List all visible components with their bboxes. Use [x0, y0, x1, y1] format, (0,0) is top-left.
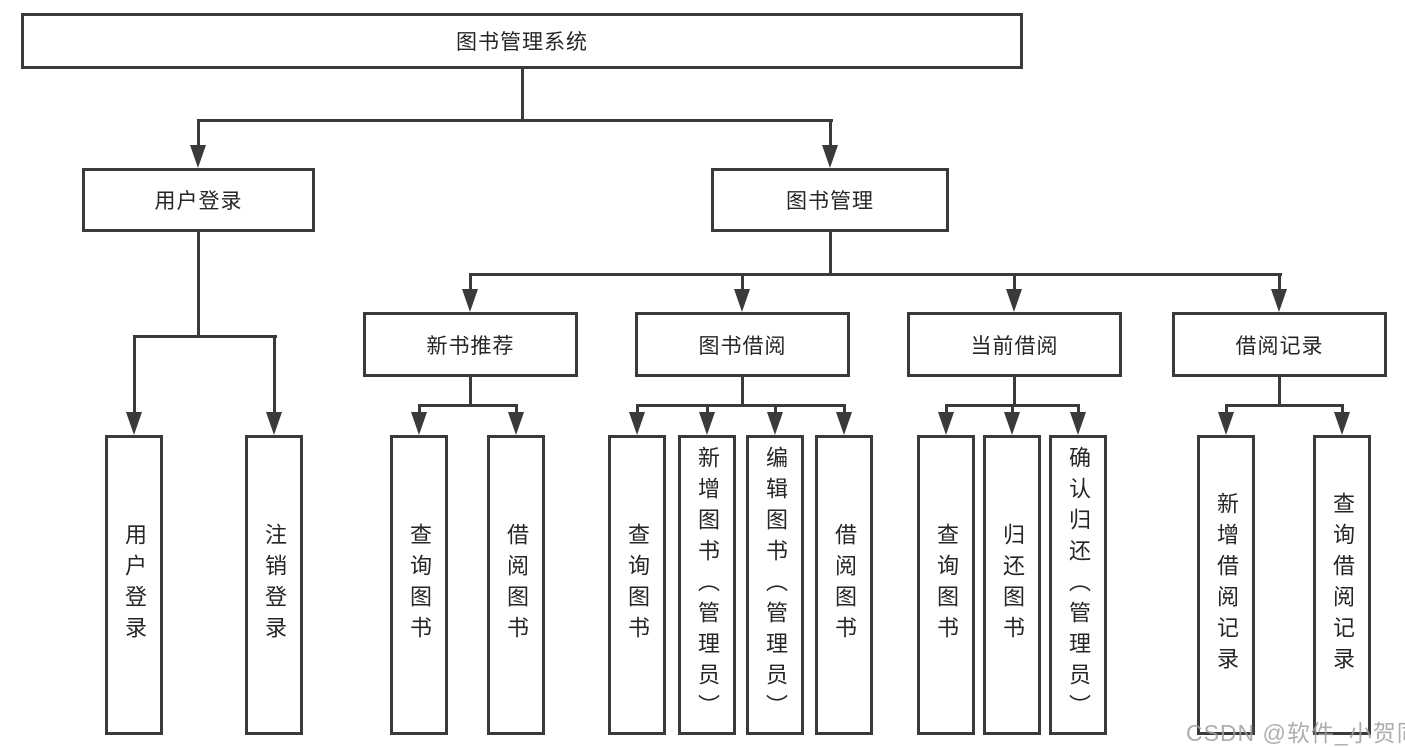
node-current-borrow: 当前借阅	[907, 312, 1122, 377]
node-label: 新增图书（管理员）	[695, 445, 720, 725]
csdn-watermark: CSDN @软件_小贺同学	[1186, 720, 1405, 746]
arrow-down-icon	[1218, 412, 1234, 435]
node-label: 图书借阅	[698, 334, 787, 358]
node-user-login: 用户登录	[82, 168, 315, 232]
node-label: 新增借阅记录	[1214, 492, 1239, 678]
leaf-add-borrow-record: 新增借阅记录	[1197, 435, 1255, 735]
node-borrow-records: 借阅记录	[1172, 312, 1387, 377]
node-label: 注销登录	[262, 523, 287, 647]
arrow-down-icon	[822, 145, 838, 168]
node-label: 借阅记录	[1235, 334, 1324, 358]
connector-line	[1341, 404, 1344, 415]
connector-line	[1225, 404, 1344, 407]
connector-line	[469, 273, 1282, 276]
arrow-down-icon	[126, 412, 142, 435]
leaf-user-login: 用户登录	[105, 435, 163, 735]
leaf-query-borrow-record: 查询借阅记录	[1313, 435, 1371, 735]
leaf-confirm-return-admin: 确认归还（管理员）	[1049, 435, 1107, 735]
leaf-query-books-recommend: 查询图书	[390, 435, 448, 735]
connector-line	[197, 119, 833, 122]
node-label: 归还图书	[1000, 523, 1025, 647]
connector-line	[1077, 404, 1080, 415]
node-label: 查询图书	[934, 523, 959, 647]
node-label: 查询图书	[407, 523, 432, 647]
connector-line	[521, 69, 524, 122]
node-label: 用户登录	[154, 190, 243, 213]
arrow-down-icon	[1271, 289, 1287, 312]
leaf-add-books-admin: 新增图书（管理员）	[678, 435, 736, 735]
connector-line	[515, 404, 518, 415]
leaf-return-books: 归还图书	[983, 435, 1041, 735]
connector-line	[636, 404, 639, 415]
connector-line	[1225, 404, 1228, 415]
connector-line	[469, 377, 472, 407]
connector-line	[418, 404, 421, 415]
node-label: 新书推荐	[426, 334, 515, 358]
connector-line	[273, 335, 276, 415]
leaf-query-books-borrow: 查询图书	[608, 435, 666, 735]
node-label: 借阅图书	[832, 523, 857, 647]
arrow-down-icon	[734, 289, 750, 312]
node-new-book-recommend: 新书推荐	[363, 312, 578, 377]
leaf-query-books-current: 查询图书	[917, 435, 975, 735]
connector-line	[829, 119, 832, 148]
arrow-down-icon	[1070, 412, 1086, 435]
arrow-down-icon	[190, 145, 206, 168]
arrow-down-icon	[508, 412, 524, 435]
node-root-system: 图书管理系统	[21, 13, 1023, 69]
leaf-borrow-books: 借阅图书	[815, 435, 873, 735]
connector-line	[843, 404, 846, 415]
node-label: 查询借阅记录	[1330, 492, 1355, 678]
leaf-edit-books-admin: 编辑图书（管理员）	[746, 435, 804, 735]
node-label: 借阅图书	[504, 523, 529, 647]
arrow-down-icon	[1334, 412, 1350, 435]
connector-line	[1278, 273, 1281, 292]
connector-line	[636, 404, 846, 407]
connector-line	[418, 404, 518, 407]
connector-line	[1278, 377, 1281, 407]
node-label: 图书管理系统	[456, 31, 588, 54]
connector-line	[1013, 377, 1016, 407]
connector-line	[741, 377, 744, 407]
node-label: 当前借阅	[970, 334, 1059, 358]
connector-line	[774, 404, 777, 415]
node-book-borrow: 图书借阅	[635, 312, 850, 377]
leaf-borrow-books-recommend: 借阅图书	[487, 435, 545, 735]
connector-line	[197, 119, 200, 148]
arrow-down-icon	[411, 412, 427, 435]
arrow-down-icon	[1006, 289, 1022, 312]
connector-line	[1013, 273, 1016, 292]
arrow-down-icon	[699, 412, 715, 435]
arrow-down-icon	[266, 412, 282, 435]
node-label: 图书管理	[786, 190, 874, 213]
leaf-logout: 注销登录	[245, 435, 303, 735]
node-label: 编辑图书（管理员）	[763, 445, 788, 725]
connector-line	[1011, 404, 1014, 415]
connector-line	[945, 404, 948, 415]
arrow-down-icon	[938, 412, 954, 435]
node-book-management: 图书管理	[711, 168, 949, 232]
arrow-down-icon	[629, 412, 645, 435]
arrow-down-icon	[767, 412, 783, 435]
node-label: 查询图书	[625, 523, 650, 647]
connector-line	[829, 232, 832, 276]
node-label: 用户登录	[122, 523, 147, 647]
arrow-down-icon	[1004, 412, 1020, 435]
node-label: 确认归还（管理员）	[1066, 445, 1091, 725]
connector-line	[741, 273, 744, 292]
connector-line	[133, 335, 136, 415]
connector-line	[706, 404, 709, 415]
connector-line	[469, 273, 472, 292]
arrow-down-icon	[462, 289, 478, 312]
connector-line	[133, 335, 277, 338]
arrow-down-icon	[836, 412, 852, 435]
connector-line	[197, 232, 200, 338]
